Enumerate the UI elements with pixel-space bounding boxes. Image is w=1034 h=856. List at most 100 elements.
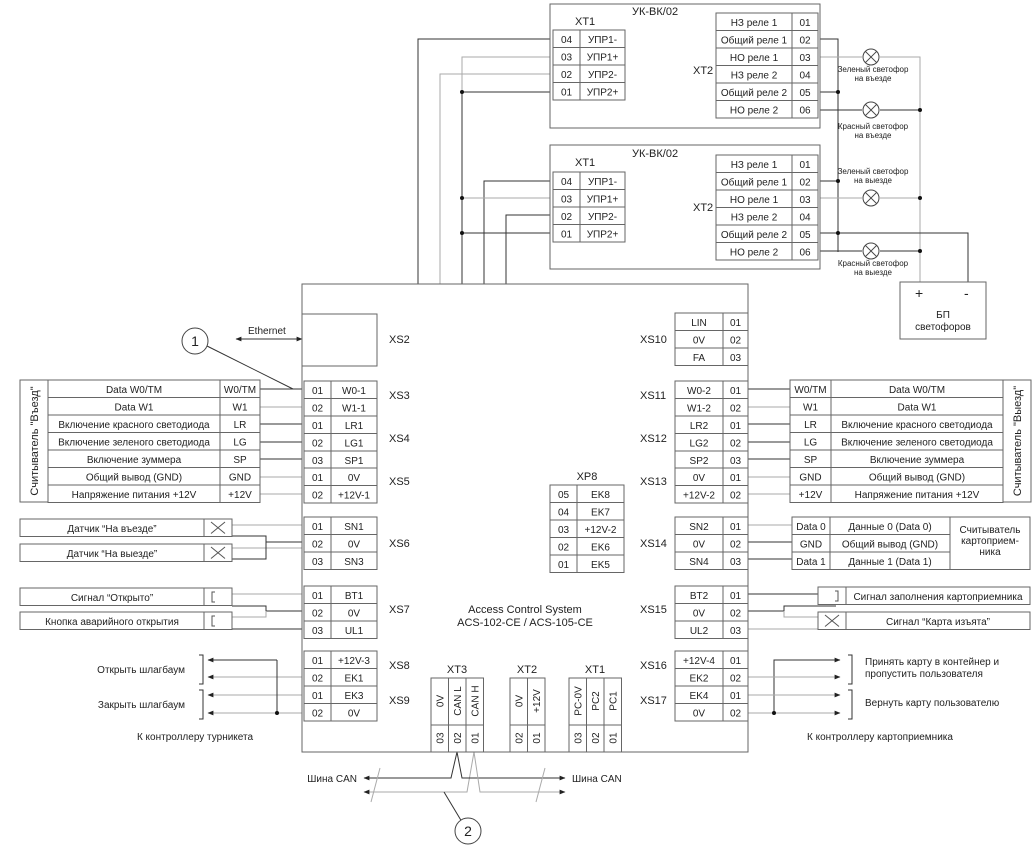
signal: 0V <box>693 473 706 484</box>
contact-input: Кнопка аварийного открытия <box>19 611 233 630</box>
reader-sig: W0/TM <box>794 385 826 396</box>
signal: UL2 <box>690 626 709 637</box>
signal: EK7 <box>591 507 610 518</box>
pin: 01 <box>312 421 324 432</box>
pin: 01 <box>730 473 742 484</box>
pin: 03 <box>558 525 570 536</box>
pin: 03 <box>730 456 742 467</box>
ps-plus: + <box>915 285 923 301</box>
terminal-signal: CAN L <box>453 686 464 716</box>
xs2-ethernet-port[interactable] <box>301 313 378 367</box>
sensor-label: Датчик “На въезде” <box>67 524 156 535</box>
sensor: Датчик “На выезде” <box>19 543 233 562</box>
contact-label: Сигнал “Открыто” <box>71 593 153 604</box>
callout-1: 1 <box>181 327 209 355</box>
reader-desc: Data W0/TM <box>106 385 162 396</box>
connector-label: XS17 <box>640 695 667 707</box>
signal: SP1 <box>345 456 364 467</box>
terminal-signal: CAN H <box>471 685 482 716</box>
reader-desc: Напряжение питания +12V <box>855 490 980 501</box>
collector-accept-2: пропустить пользователя <box>865 669 983 680</box>
xt1-name: УПР2- <box>588 70 617 81</box>
xt1-pin: 02 <box>561 70 573 81</box>
pin: 02 <box>312 490 324 501</box>
xt2-label: XT2 <box>693 65 713 77</box>
signal-cell <box>330 485 378 504</box>
signal: SN4 <box>689 557 709 568</box>
xt1-pin: 04 <box>561 35 573 46</box>
reader-sig: GND <box>800 539 822 550</box>
reader-desc: Включение красного светодиода <box>58 420 210 431</box>
reader-sig: W1 <box>233 402 248 413</box>
terminal-signal: +12V <box>532 689 543 713</box>
lamp-label: на въезде <box>855 74 893 83</box>
callout-2: 2 <box>454 817 482 845</box>
signal: BT2 <box>690 591 709 602</box>
terminal-signal: PC1 <box>609 691 620 711</box>
pin: 03 <box>730 626 742 637</box>
xt2-pin: 01 <box>799 160 811 171</box>
xt2-pin: 04 <box>799 212 811 223</box>
pin: 01 <box>730 318 742 329</box>
signal: LR1 <box>345 421 364 432</box>
terminal-signal: 0V <box>436 695 447 708</box>
signal: 0V <box>348 539 361 550</box>
pin: 01 <box>312 386 324 397</box>
xt1-label: XT1 <box>575 16 595 28</box>
can-bus-right: Шина CAN <box>572 774 622 785</box>
pin: 01 <box>312 591 324 602</box>
reader-sig-cell <box>219 484 261 503</box>
reader-sig: LR <box>234 420 247 431</box>
lamp-label: Зеленый светофор <box>838 167 909 176</box>
reader-desc: Данные 1 (Data 1) <box>848 557 931 568</box>
signal-cell <box>576 554 625 573</box>
connector-label: XS16 <box>640 660 667 672</box>
connector-label: XS12 <box>640 433 667 445</box>
signal: 0V <box>693 539 706 550</box>
pin: 02 <box>730 608 742 619</box>
connector-label: XS7 <box>389 604 410 616</box>
pin: 02 <box>558 542 570 553</box>
connector-label: XS13 <box>640 476 667 488</box>
reader-sig: W0/TM <box>224 385 256 396</box>
wires <box>199 38 969 823</box>
reader-sig: +12V <box>799 490 823 501</box>
pin: 02 <box>312 708 324 719</box>
terminal-pin: 01 <box>532 732 543 744</box>
signal: +12V-1 <box>338 490 370 501</box>
controller-title2: ACS-102-CE / ACS-105-CE <box>457 617 593 629</box>
xt1-name-cell <box>579 82 626 101</box>
reader-sig: GND <box>229 472 251 483</box>
pin: 02 <box>730 335 742 346</box>
signal: 0V <box>693 335 706 346</box>
controller-title1: Access Control System <box>468 604 582 616</box>
signal: EK4 <box>690 691 709 702</box>
signal: +12V-3 <box>338 656 370 667</box>
xs2-label: XS2 <box>389 334 410 346</box>
xt1-name: УПР2+ <box>587 87 619 98</box>
signal: BT1 <box>345 591 364 602</box>
signal: SP2 <box>690 456 709 467</box>
terminal-pin: 01 <box>609 732 620 744</box>
xt2-pin: 02 <box>799 177 811 188</box>
signal: 0V <box>348 608 361 619</box>
pin: 03 <box>730 353 742 364</box>
signal-cell <box>330 703 378 722</box>
xt1-name: УПР2- <box>588 212 617 223</box>
lamp-label: Зеленый светофор <box>838 65 909 74</box>
card-reader-title: Считыватель <box>960 525 1021 536</box>
pin: 02 <box>312 539 324 550</box>
card-signal-label-cell <box>845 611 1031 630</box>
connector-label: XS14 <box>640 538 667 550</box>
signal-cell <box>330 551 378 570</box>
wire-minus <box>818 232 969 287</box>
